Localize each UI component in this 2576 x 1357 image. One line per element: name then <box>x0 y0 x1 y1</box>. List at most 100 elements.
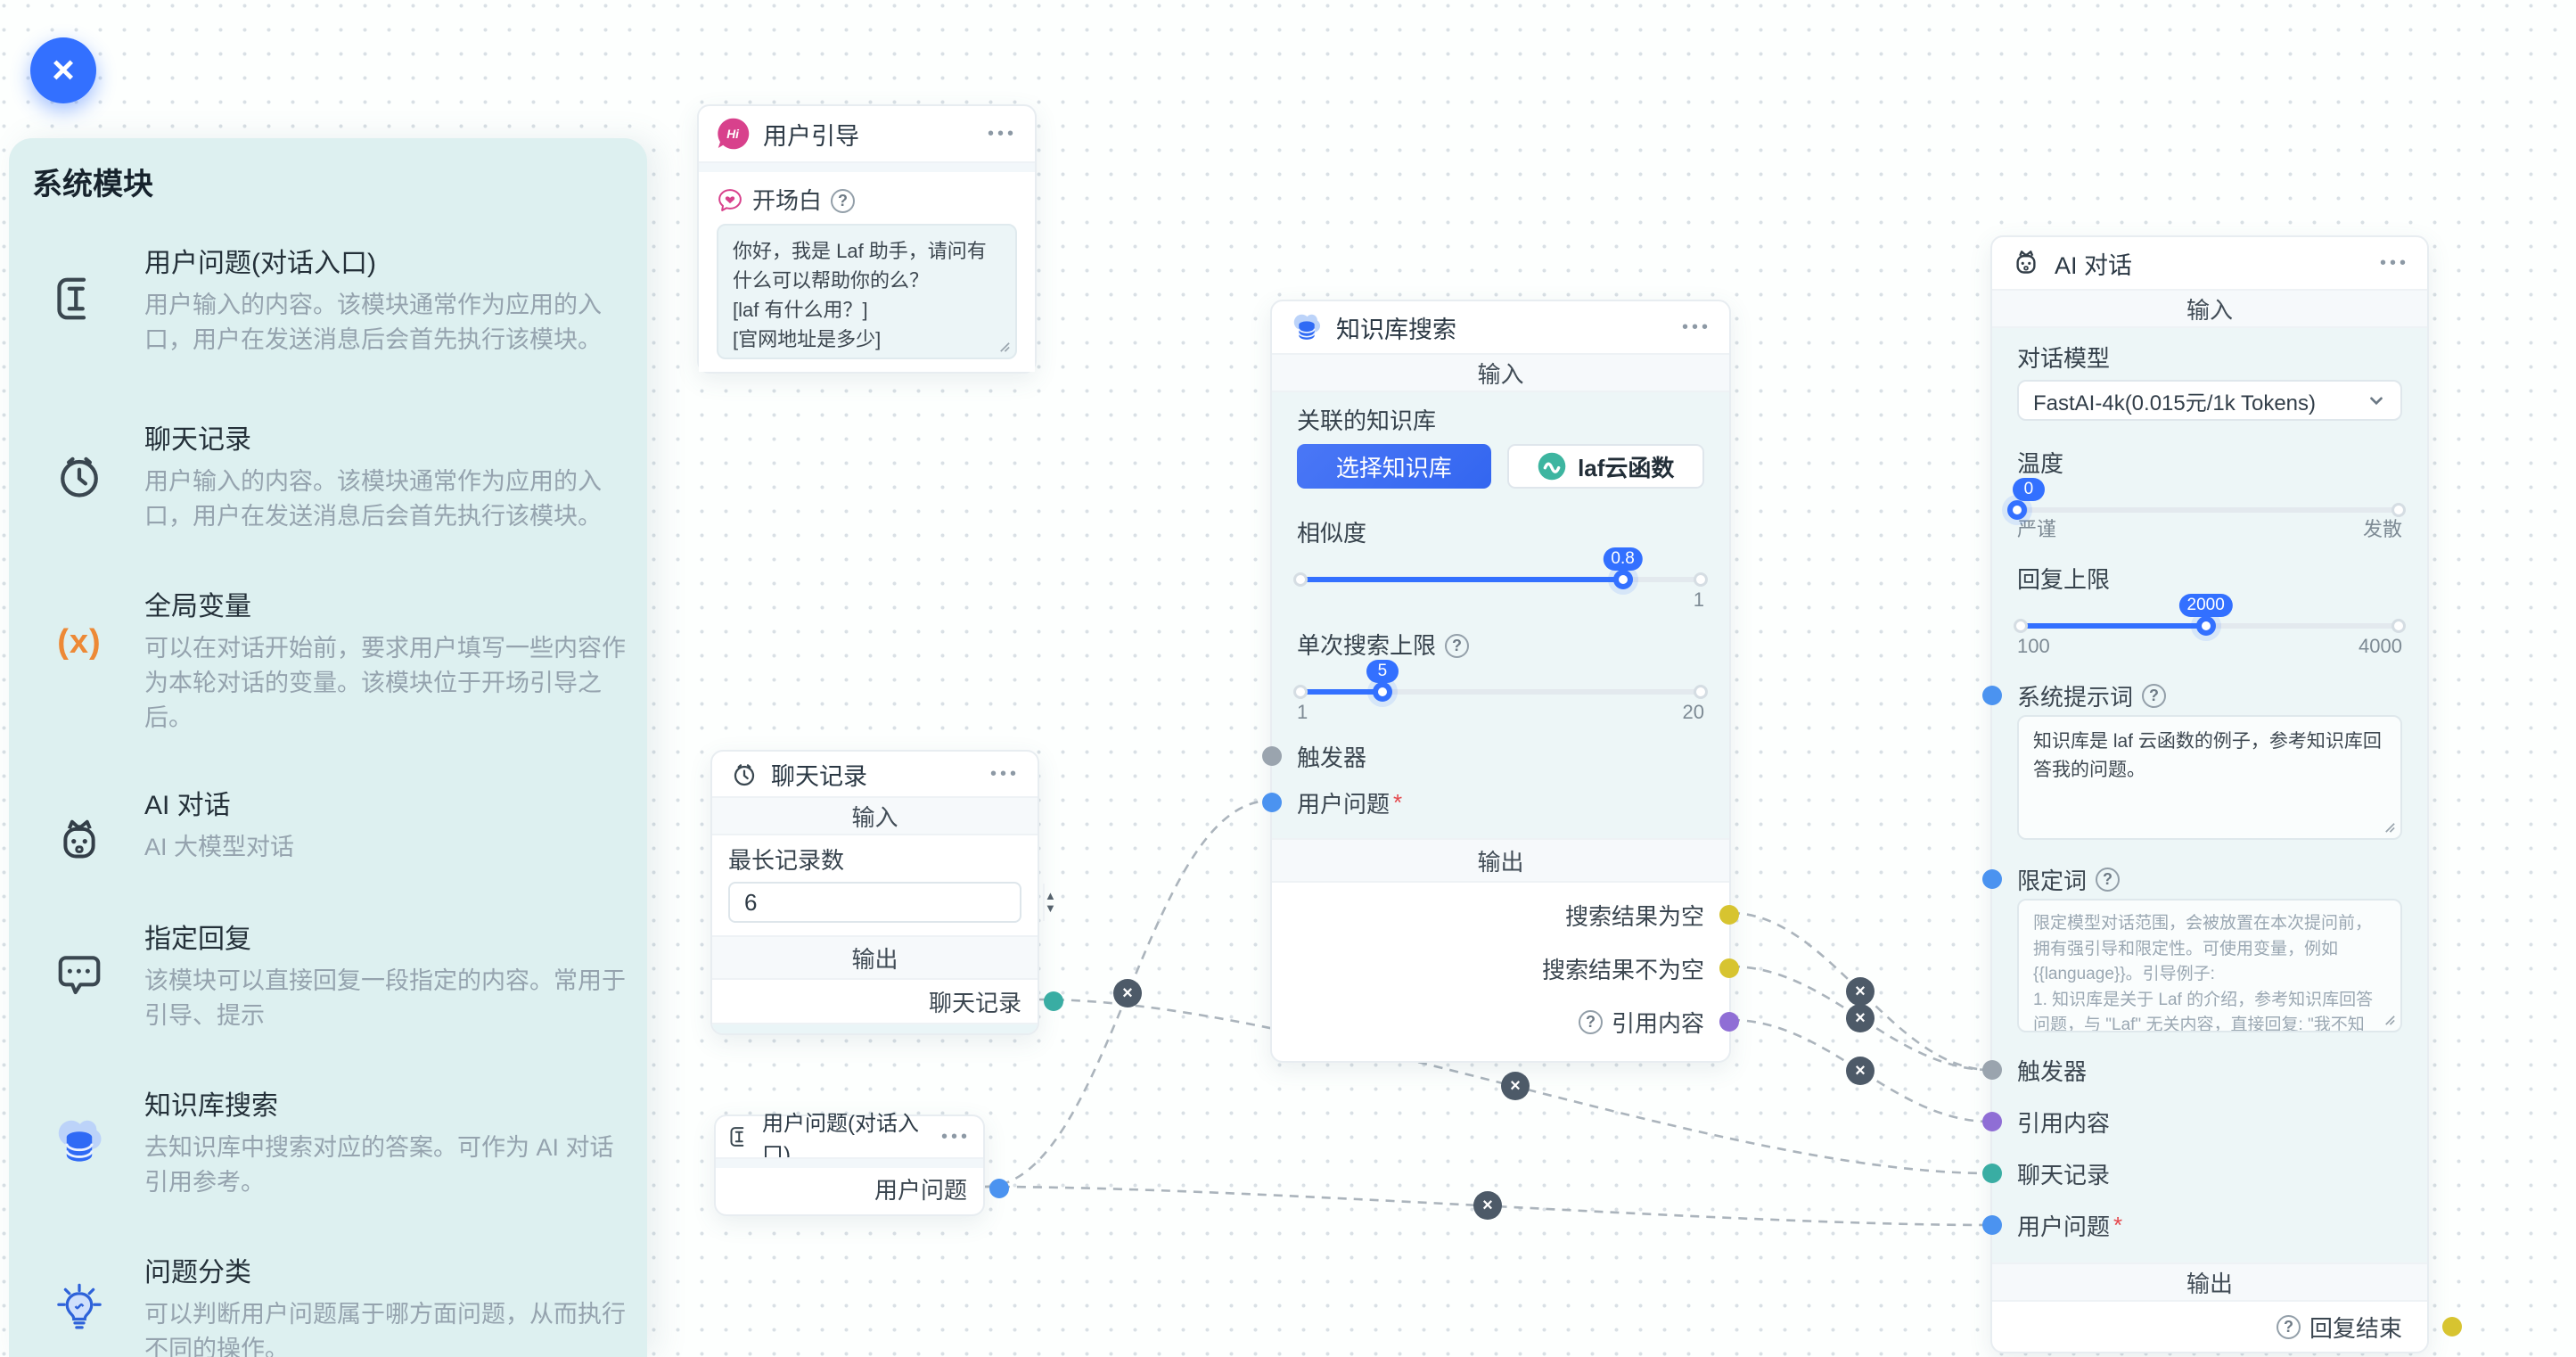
module-template-fixed-reply[interactable]: 指定回复 该模块可以直接回复一段指定的内容。常用于引导、提示 <box>45 917 626 1033</box>
port-dot-user-question-in[interactable] <box>1982 1215 2002 1235</box>
max-records-input[interactable] <box>730 884 1043 921</box>
slider-handle[interactable] <box>1372 682 1392 702</box>
help-icon[interactable]: ? <box>2276 1314 2301 1339</box>
node-kb-search[interactable]: 知识库搜索 ••• 输入 关联的知识库 选择知识库 laf云函数 相似度 0.8 <box>1262 300 1739 1063</box>
slider-handle[interactable] <box>1612 570 1633 589</box>
slider-min-label: 100 <box>2017 635 2050 657</box>
chat-bubble-icon <box>48 943 111 1006</box>
port-dot-search-not-empty-out[interactable] <box>1719 958 1739 978</box>
node-menu-button[interactable]: ••• <box>987 123 1017 144</box>
temperature-label: 温度 <box>2017 450 2064 477</box>
node-chat-history[interactable]: 聊天记录 ••• 输入 最长记录数 ▲ ▼ 输出 聊天记录 <box>710 750 1063 1035</box>
module-templates-panel: 系统模块 用户问题(对话入口) 用户输入的内容。该模块通常作为应用的入口，用户在… <box>9 138 647 1357</box>
header-divider <box>699 161 1035 172</box>
input-port-user-question: 用户问题* <box>1262 783 1704 822</box>
model-select[interactable]: FastAI-4k(0.015元/1k Tokens) <box>2017 380 2402 421</box>
port-dot-chat-history-in[interactable] <box>1982 1164 2002 1183</box>
module-template-chat-history[interactable]: 聊天记录 用户输入的内容。该模块通常作为应用的入口，用户在发送消息后会首先执行该… <box>45 417 624 534</box>
similarity-slider[interactable]: 0.8 1 <box>1293 547 1708 612</box>
resize-handle-icon[interactable] <box>2383 1013 2396 1026</box>
module-title: AI 对话 <box>144 791 231 820</box>
node-title: AI 对话 <box>2055 251 2133 279</box>
unlink-connection-button[interactable]: × <box>1846 1004 1875 1032</box>
help-icon[interactable]: ? <box>2142 683 2167 708</box>
module-template-ai-chat[interactable]: AI 对话 AI 大模型对话 <box>45 783 624 865</box>
chevron-down-icon <box>2370 397 2383 406</box>
node-menu-button[interactable]: ••• <box>1681 317 1711 337</box>
hi-avatar-icon: Hi <box>718 118 750 150</box>
module-template-kb-search[interactable]: 知识库搜索 去知识库中搜索对应的答案。可作为 AI 对话引用参考。 <box>45 1083 624 1200</box>
svg-text:Hi: Hi <box>726 127 740 141</box>
close-canvas-button[interactable]: × <box>30 37 96 103</box>
port-dot-trigger-in[interactable] <box>1262 746 1282 766</box>
unlink-connection-button[interactable]: × <box>1501 1072 1530 1100</box>
node-menu-button[interactable]: ••• <box>2379 252 2409 273</box>
unlink-connection-button[interactable]: × <box>1473 1191 1502 1220</box>
node-menu-button[interactable]: ••• <box>989 763 1020 784</box>
laf-icon <box>1538 452 1566 481</box>
clock-icon <box>734 764 755 786</box>
resize-handle-icon[interactable] <box>2383 820 2396 834</box>
slider-handle[interactable] <box>2007 500 2027 520</box>
input-port-quote: 引用内容 <box>1982 1100 2402 1143</box>
node-user-question[interactable]: 用户问题(对话入口) ••• 用户问题 <box>714 1112 1009 1216</box>
module-template-question-classify[interactable]: 问题分类 可以判断用户问题属于哪方面问题，从而执行不同的操作。 <box>45 1250 626 1357</box>
node-ai-chat[interactable]: AI 对话 ••• 输入 对话模型 FastAI-4k(0.015元/1k To… <box>1982 235 2462 1353</box>
port-dot-user-question-in[interactable] <box>1262 793 1282 812</box>
text-cursor-icon <box>48 267 111 330</box>
model-label: 对话模型 <box>2017 345 2111 372</box>
resize-handle-icon[interactable] <box>997 340 1011 353</box>
port-dot-finish-reply-out[interactable] <box>2442 1317 2462 1336</box>
input-port-chat-history: 聊天记录 <box>1982 1152 2402 1195</box>
top-k-slider[interactable]: 5 1 20 <box>1293 660 1708 724</box>
robot-icon <box>48 810 111 872</box>
unlink-connection-button[interactable]: × <box>1846 1057 1875 1085</box>
port-dot-quote-in[interactable] <box>1982 1112 2002 1131</box>
limit-prompt-textarea[interactable] <box>2017 899 2402 1032</box>
top-k-label: 单次搜索上限 <box>1297 632 1437 659</box>
slider-value-badge: 0 <box>2012 478 2045 501</box>
choose-dataset-button[interactable]: 选择知识库 <box>1297 444 1491 489</box>
input-section-header: 输入 <box>712 796 1038 835</box>
max-tokens-slider[interactable]: 2000 100 4000 <box>2014 594 2406 658</box>
node-footer <box>712 1023 1038 1033</box>
port-dot-limit-prompt-in[interactable] <box>1982 869 2002 889</box>
port-dot-system-prompt-in[interactable] <box>1982 686 2002 705</box>
system-prompt-textarea[interactable]: 知识库是 laf 云函数的例子，参考知识库回答我的问题。 <box>2017 715 2402 840</box>
port-dot-user-question-out[interactable] <box>989 1179 1009 1198</box>
output-port-finish-reply: ? 回复结束 <box>1992 1302 2462 1352</box>
output-port-search-not-empty: 搜索结果不为空 <box>1297 942 1739 995</box>
node-user-guide[interactable]: Hi 用户引导 ••• 开场白 ? 你好，我是 Laf 助手，请问有什么可以帮助… <box>697 104 1037 374</box>
module-template-global-variable[interactable]: (x) 全局变量 可以在对话开始前，要求用户填写一些内容作为本轮对话的变量。该模… <box>45 584 626 736</box>
slider-max-label: 20 <box>1682 701 1704 723</box>
help-icon[interactable]: ? <box>831 188 856 213</box>
node-title: 聊天记录 <box>771 762 867 790</box>
robot-icon <box>2016 251 2036 274</box>
stepper-up-icon: ▲ <box>1045 889 1056 902</box>
module-desc: 去知识库中搜索对应的答案。可作为 AI 对话引用参考。 <box>144 1134 614 1196</box>
slider-handle[interactable] <box>2195 616 2216 636</box>
port-dot-trigger-in[interactable] <box>1982 1060 2002 1080</box>
slider-value-badge: 0.8 <box>1603 547 1643 571</box>
module-desc: 可以判断用户问题属于哪方面问题，从而执行不同的操作。 <box>144 1301 626 1357</box>
module-template-user-question[interactable]: 用户问题(对话入口) 用户输入的内容。该模块通常作为应用的入口，用户在发送消息后… <box>45 241 624 358</box>
module-desc: 该模块可以直接回复一段指定的内容。常用于引导、提示 <box>144 967 626 1029</box>
dataset-tag-button[interactable]: laf云函数 <box>1506 444 1704 489</box>
input-section-header: 输入 <box>1992 289 2427 328</box>
greeting-textarea[interactable]: 你好，我是 Laf 助手，请问有什么可以帮助你的么？ [laf 有什么用？] [… <box>717 224 1017 359</box>
port-dot-chat-history-out[interactable] <box>1044 991 1063 1011</box>
knowledge-base-icon <box>1293 314 1321 340</box>
node-menu-button[interactable]: ••• <box>940 1126 971 1147</box>
number-stepper[interactable]: ▲ ▼ <box>1043 884 1056 921</box>
knowledge-base-icon <box>48 1110 111 1172</box>
help-icon[interactable]: ? <box>2096 867 2121 892</box>
unlink-connection-button[interactable]: × <box>1113 979 1142 1007</box>
help-icon[interactable]: ? <box>1578 1009 1603 1034</box>
port-dot-search-empty-out[interactable] <box>1719 905 1739 925</box>
port-dot-quote-out[interactable] <box>1719 1012 1739 1032</box>
unlink-connection-button[interactable]: × <box>1846 977 1875 1006</box>
output-section-header: 输出 <box>1272 838 1729 883</box>
temperature-slider[interactable]: 0 严谨 发散 <box>2007 478 2406 542</box>
help-icon[interactable]: ? <box>1445 633 1470 658</box>
